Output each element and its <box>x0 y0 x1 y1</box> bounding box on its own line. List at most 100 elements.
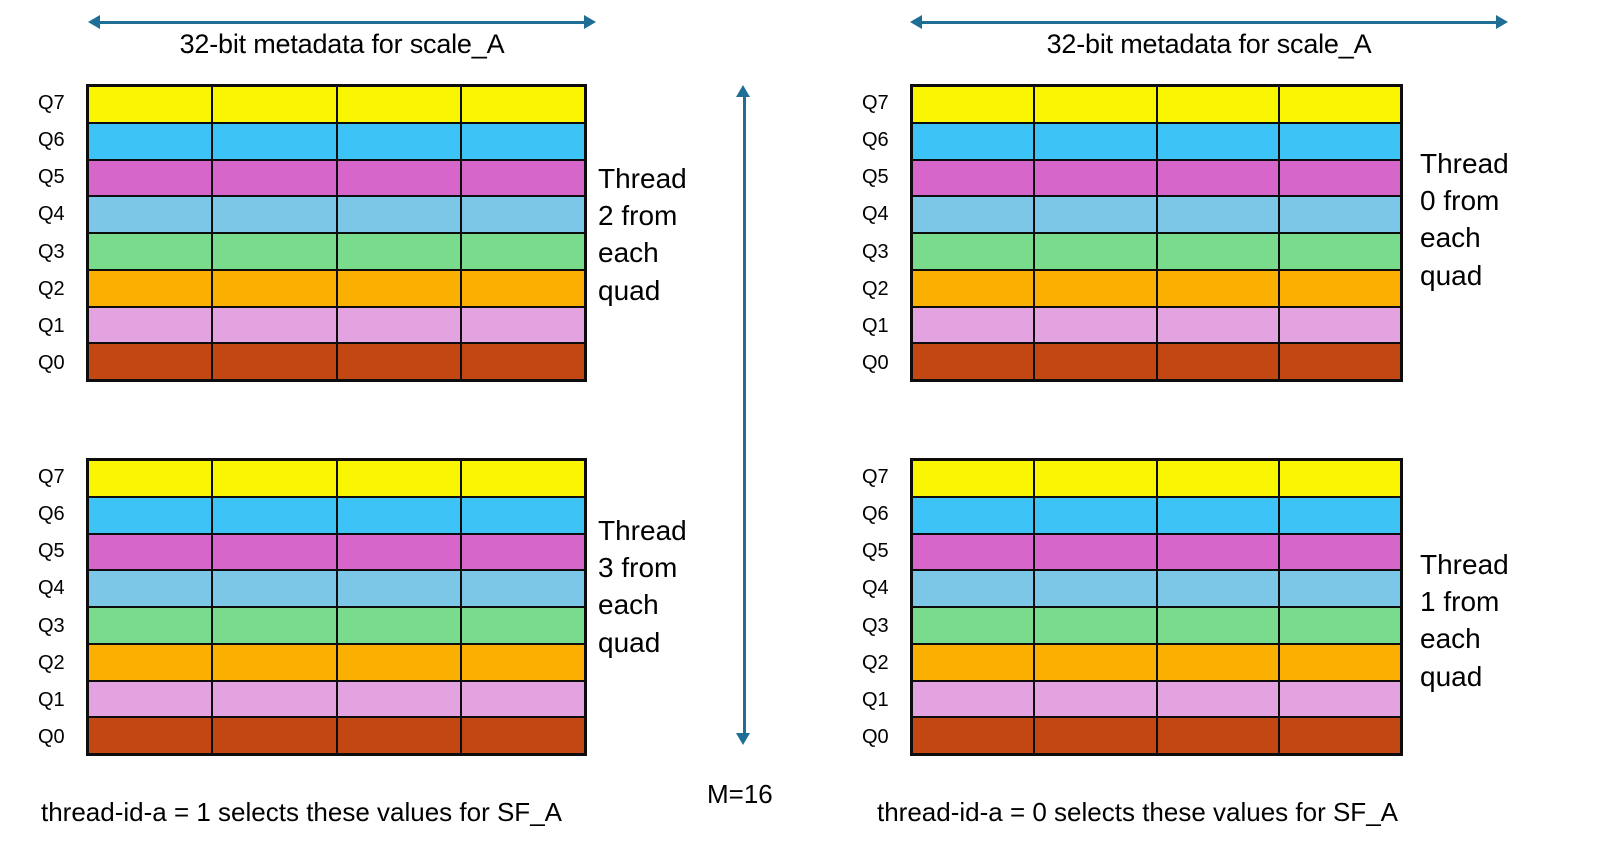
grid-cell-q3-c1 <box>211 234 336 269</box>
grid-cell-q4-c0 <box>89 571 212 606</box>
grid-cell-q1-c3 <box>459 681 584 717</box>
grid-cell-q7-c2 <box>1155 87 1278 122</box>
row-label-q7: Q7 <box>38 91 65 114</box>
grid-cell-q6-c0 <box>89 123 212 159</box>
grid-cell-q3-c3 <box>459 608 584 643</box>
left-bottom-row-labels: Q7 Q6 Q5 Q4 Q3 Q2 Q1 Q0 <box>38 458 82 756</box>
grid-row-q6 <box>913 495 1400 533</box>
row-label-q7: Q7 <box>38 465 65 488</box>
grid-cell-q7-c1 <box>211 87 336 122</box>
grid-cell-q2-c1 <box>1033 644 1156 680</box>
grid-cell-q0-c2 <box>1155 344 1278 379</box>
grid-row-q0 <box>913 342 1400 379</box>
left-top-metadata-grid <box>86 84 587 382</box>
grid-cell-q0-c2 <box>335 718 460 753</box>
grid-cell-q7-c1 <box>211 461 336 496</box>
right-panel-title: 32-bit metadata for scale_A <box>1046 29 1372 59</box>
grid-cell-q4-c2 <box>335 197 460 232</box>
grid-row-q2 <box>913 268 1400 306</box>
grid-cell-q5-c2 <box>1155 160 1278 196</box>
grid-cell-q6-c2 <box>1155 497 1278 533</box>
grid-cell-q7-c2 <box>1155 461 1278 496</box>
grid-cell-q4-c2 <box>1155 571 1278 606</box>
arrow-head-right-icon <box>1496 15 1508 29</box>
row-label-q6: Q6 <box>38 128 65 151</box>
grid-row-q7 <box>913 461 1400 496</box>
grid-cell-q4-c3 <box>459 197 584 232</box>
grid-cell-q4-c0 <box>913 571 1034 606</box>
arrow-head-left-icon <box>910 15 922 29</box>
grid-cell-q7-c2 <box>335 461 460 496</box>
grid-row-q2 <box>89 268 584 306</box>
grid-cell-q1-c3 <box>1277 307 1400 343</box>
grid-cell-q1-c0 <box>913 307 1034 343</box>
thread-note-line: Thread <box>1420 148 1509 179</box>
row-label-q3: Q3 <box>862 614 889 637</box>
grid-cell-q6-c1 <box>211 497 336 533</box>
m-dimension-arrow <box>735 85 753 745</box>
grid-cell-q7-c0 <box>89 87 212 122</box>
grid-cell-q6-c3 <box>1277 497 1400 533</box>
thread-note-line: Thread <box>598 515 687 546</box>
grid-cell-q4-c3 <box>1277 571 1400 606</box>
grid-cell-q2-c3 <box>459 644 584 680</box>
grid-cell-q7-c1 <box>1033 461 1156 496</box>
row-label-q5: Q5 <box>862 166 889 189</box>
arrow-head-left-icon <box>88 15 100 29</box>
grid-cell-q5-c3 <box>1277 160 1400 196</box>
grid-cell-q2-c3 <box>459 270 584 306</box>
grid-cell-q0-c1 <box>1033 344 1156 379</box>
grid-cell-q2-c2 <box>1155 270 1278 306</box>
arrow-line <box>743 94 746 736</box>
row-label-q7: Q7 <box>862 465 889 488</box>
grid-row-q7 <box>89 87 584 122</box>
grid-cell-q0-c0 <box>913 344 1034 379</box>
grid-cell-q0-c1 <box>211 718 336 753</box>
row-label-q4: Q4 <box>38 203 65 226</box>
thread-note-line: 0 from <box>1420 185 1500 217</box>
grid-cell-q5-c0 <box>89 160 212 196</box>
grid-cell-q3-c3 <box>459 234 584 269</box>
left-bottom-metadata-grid <box>86 458 587 756</box>
grid-cell-q6-c3 <box>1277 123 1400 159</box>
grid-cell-q0-c0 <box>89 718 212 753</box>
grid-cell-q0-c2 <box>335 344 460 379</box>
row-label-q5: Q5 <box>38 166 65 189</box>
grid-cell-q2-c1 <box>211 270 336 306</box>
thread-note-line: quad <box>1420 259 1483 291</box>
left-top-row-labels: Q7 Q6 Q5 Q4 Q3 Q2 Q1 Q0 <box>38 84 82 382</box>
grid-cell-q2-c2 <box>1155 644 1278 680</box>
grid-cell-q7-c3 <box>1277 461 1400 496</box>
row-label-q4: Q4 <box>38 577 65 600</box>
grid-cell-q5-c1 <box>211 160 336 196</box>
right-group-caption: thread-id-a = 0 selects these values for… <box>877 797 1398 827</box>
grid-cell-q5-c2 <box>335 160 460 196</box>
arrow-head-up-icon <box>736 85 750 97</box>
row-label-q3: Q3 <box>38 614 65 637</box>
grid-cell-q5-c3 <box>1277 534 1400 570</box>
grid-cell-q7-c1 <box>1033 87 1156 122</box>
grid-row-q4 <box>913 569 1400 606</box>
row-label-q5: Q5 <box>862 540 889 563</box>
grid-cell-q5-c1 <box>211 534 336 570</box>
grid-cell-q0-c3 <box>1277 718 1400 753</box>
grid-cell-q3-c3 <box>1277 608 1400 643</box>
grid-cell-q7-c0 <box>913 461 1034 496</box>
grid-cell-q5-c0 <box>89 534 212 570</box>
grid-cell-q6-c3 <box>459 123 584 159</box>
grid-cell-q3-c2 <box>1155 234 1278 269</box>
arrow-head-right-icon <box>584 15 596 29</box>
grid-cell-q0-c2 <box>1155 718 1278 753</box>
grid-cell-q6-c3 <box>459 497 584 533</box>
grid-cell-q5-c2 <box>335 534 460 570</box>
grid-cell-q0-c0 <box>913 718 1034 753</box>
row-label-q4: Q4 <box>862 577 889 600</box>
grid-cell-q2-c3 <box>1277 270 1400 306</box>
row-label-q0: Q0 <box>862 352 889 375</box>
grid-row-q7 <box>89 461 584 496</box>
grid-cell-q6-c2 <box>1155 123 1278 159</box>
grid-cell-q2-c2 <box>335 644 460 680</box>
grid-row-q4 <box>89 195 584 232</box>
arrow-line <box>919 21 1499 24</box>
grid-cell-q3-c1 <box>1033 608 1156 643</box>
